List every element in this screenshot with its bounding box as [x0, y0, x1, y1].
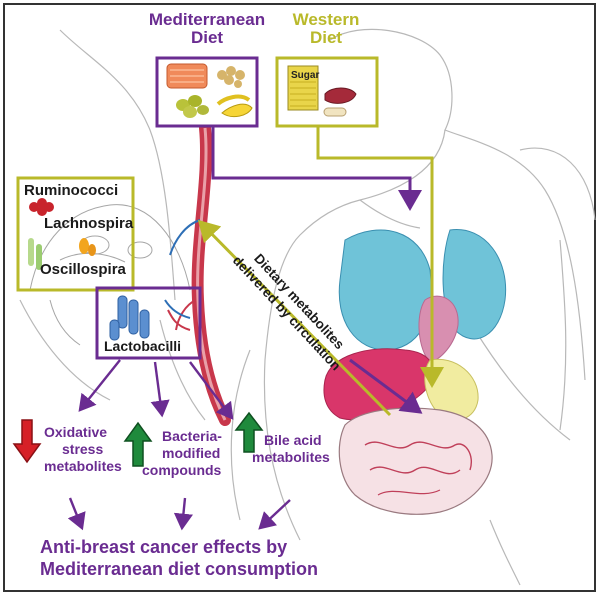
effect-3-line-1: Bile acid: [264, 432, 322, 448]
mediterranean-pathway: [211, 126, 423, 414]
effect-bile-acid: Bile acid metabolites: [252, 432, 330, 466]
effect-2-line-2: modified: [162, 445, 221, 462]
lactobacilli-icon: [109, 295, 191, 341]
mediterranean-title-line-1: Mediterranean: [148, 10, 266, 29]
effect-1-line-2: stress: [62, 440, 104, 457]
up-arrow-icon: [123, 421, 153, 467]
up-arrow-icon: [234, 411, 264, 453]
conclusion-arrows: [67, 497, 291, 531]
mediterranean-title-line-2: Diet: [190, 27, 224, 47]
western-title-line-2: Diet: [309, 27, 343, 47]
effect-oxidative-stress: Oxidative stress metabolites: [44, 424, 122, 474]
western-food-icon: Sugar: [287, 65, 357, 117]
microbe-oscillospira: Oscillospira: [40, 261, 126, 278]
lactobacilli-box: [95, 286, 202, 360]
organs: [323, 229, 507, 515]
mediterranean-diet-title: Mediterranean Diet: [132, 11, 282, 47]
blood-vessel: [169, 122, 231, 426]
heart: [418, 295, 459, 363]
down-arrow-icon: [12, 419, 42, 464]
sugar-label: Sugar: [291, 70, 319, 81]
lactobacilli-label: Lactobacilli: [104, 338, 182, 354]
body-sketch: [19, 28, 596, 586]
left-lung: [338, 229, 432, 351]
right-lung: [442, 229, 507, 340]
effect-2-line-3: compounds: [142, 462, 222, 479]
effect-3-line-2: metabolites: [252, 449, 330, 466]
effect-arrows: [78, 359, 234, 420]
microbe-lachnospira: Lachnospira: [44, 215, 134, 232]
mediterranean-food-icon: [166, 63, 253, 118]
gut-microbes-box: [16, 176, 135, 292]
western-diet-title: Western Diet: [272, 11, 380, 47]
effect-bacteria-modified: Bacteria- modified compounds: [142, 428, 222, 479]
effect-1-line-1: Oxidative: [44, 424, 108, 440]
microbe-icons: [28, 198, 96, 270]
conclusion-line-1: Anti-breast cancer effects by: [40, 537, 288, 557]
western-title-line-1: Western: [292, 10, 360, 29]
conclusion-text: Anti-breast cancer effects by Mediterran…: [40, 537, 318, 581]
microbe-ruminococci: Ruminococci: [24, 182, 119, 199]
intestines: [338, 407, 493, 515]
effect-1-line-3: metabolites: [44, 457, 122, 474]
conclusion-line-2: Mediterranean diet consumption: [40, 558, 319, 579]
western-pathway: [197, 126, 444, 417]
effect-2-line-1: Bacteria-: [162, 428, 222, 444]
